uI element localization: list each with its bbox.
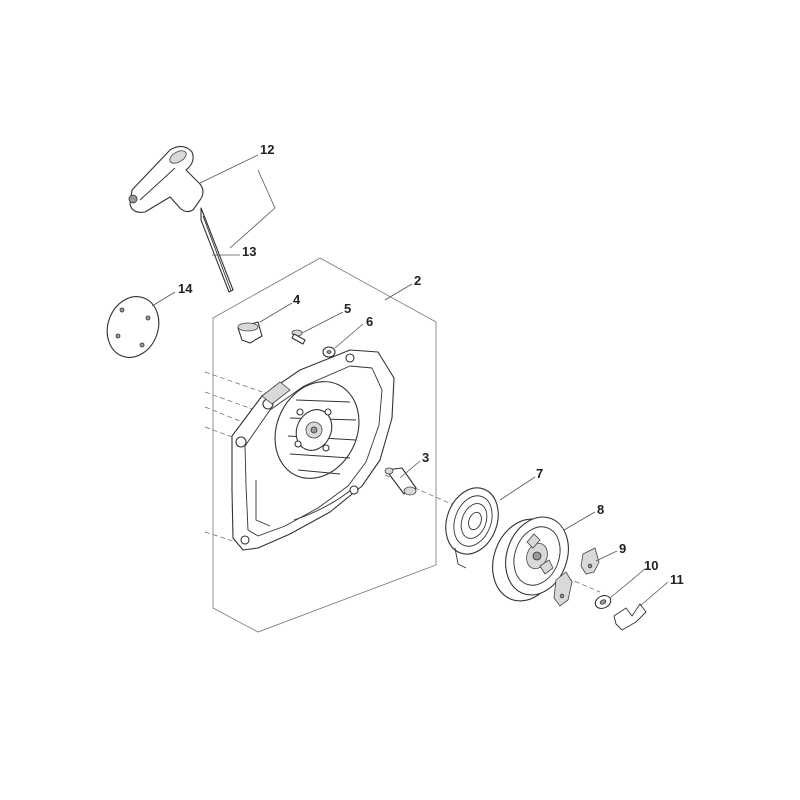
washer-small — [322, 346, 336, 358]
screw — [291, 329, 306, 345]
label-part-11: 11 — [670, 572, 684, 587]
starter-housing — [231, 349, 395, 551]
t-handle — [128, 145, 204, 213]
label-part-6: 6 — [366, 314, 373, 329]
label-part-8: 8 — [597, 502, 604, 517]
label-part-7: 7 — [536, 466, 543, 481]
round-plate — [106, 296, 160, 358]
rope-grommet — [237, 321, 263, 344]
rope-pulley — [492, 516, 569, 602]
recoil-spring — [445, 487, 499, 569]
label-part-13: 13 — [242, 244, 256, 259]
label-part-12: 12 — [260, 142, 274, 157]
label-part-5: 5 — [344, 301, 351, 316]
starter-rope — [200, 207, 234, 293]
leader-lines — [151, 154, 669, 607]
label-part-9: 9 — [619, 541, 626, 556]
washer-large — [594, 595, 612, 609]
label-part-4: 4 — [293, 292, 301, 307]
label-part-2: 2 — [414, 273, 421, 288]
label-part-10: 10 — [644, 558, 658, 573]
axle-pin — [384, 467, 417, 496]
label-part-3: 3 — [422, 450, 429, 465]
wire-clip — [613, 603, 647, 631]
assembly-frame — [212, 257, 437, 633]
pawl-set — [553, 547, 600, 607]
label-part-14: 14 — [178, 281, 193, 296]
